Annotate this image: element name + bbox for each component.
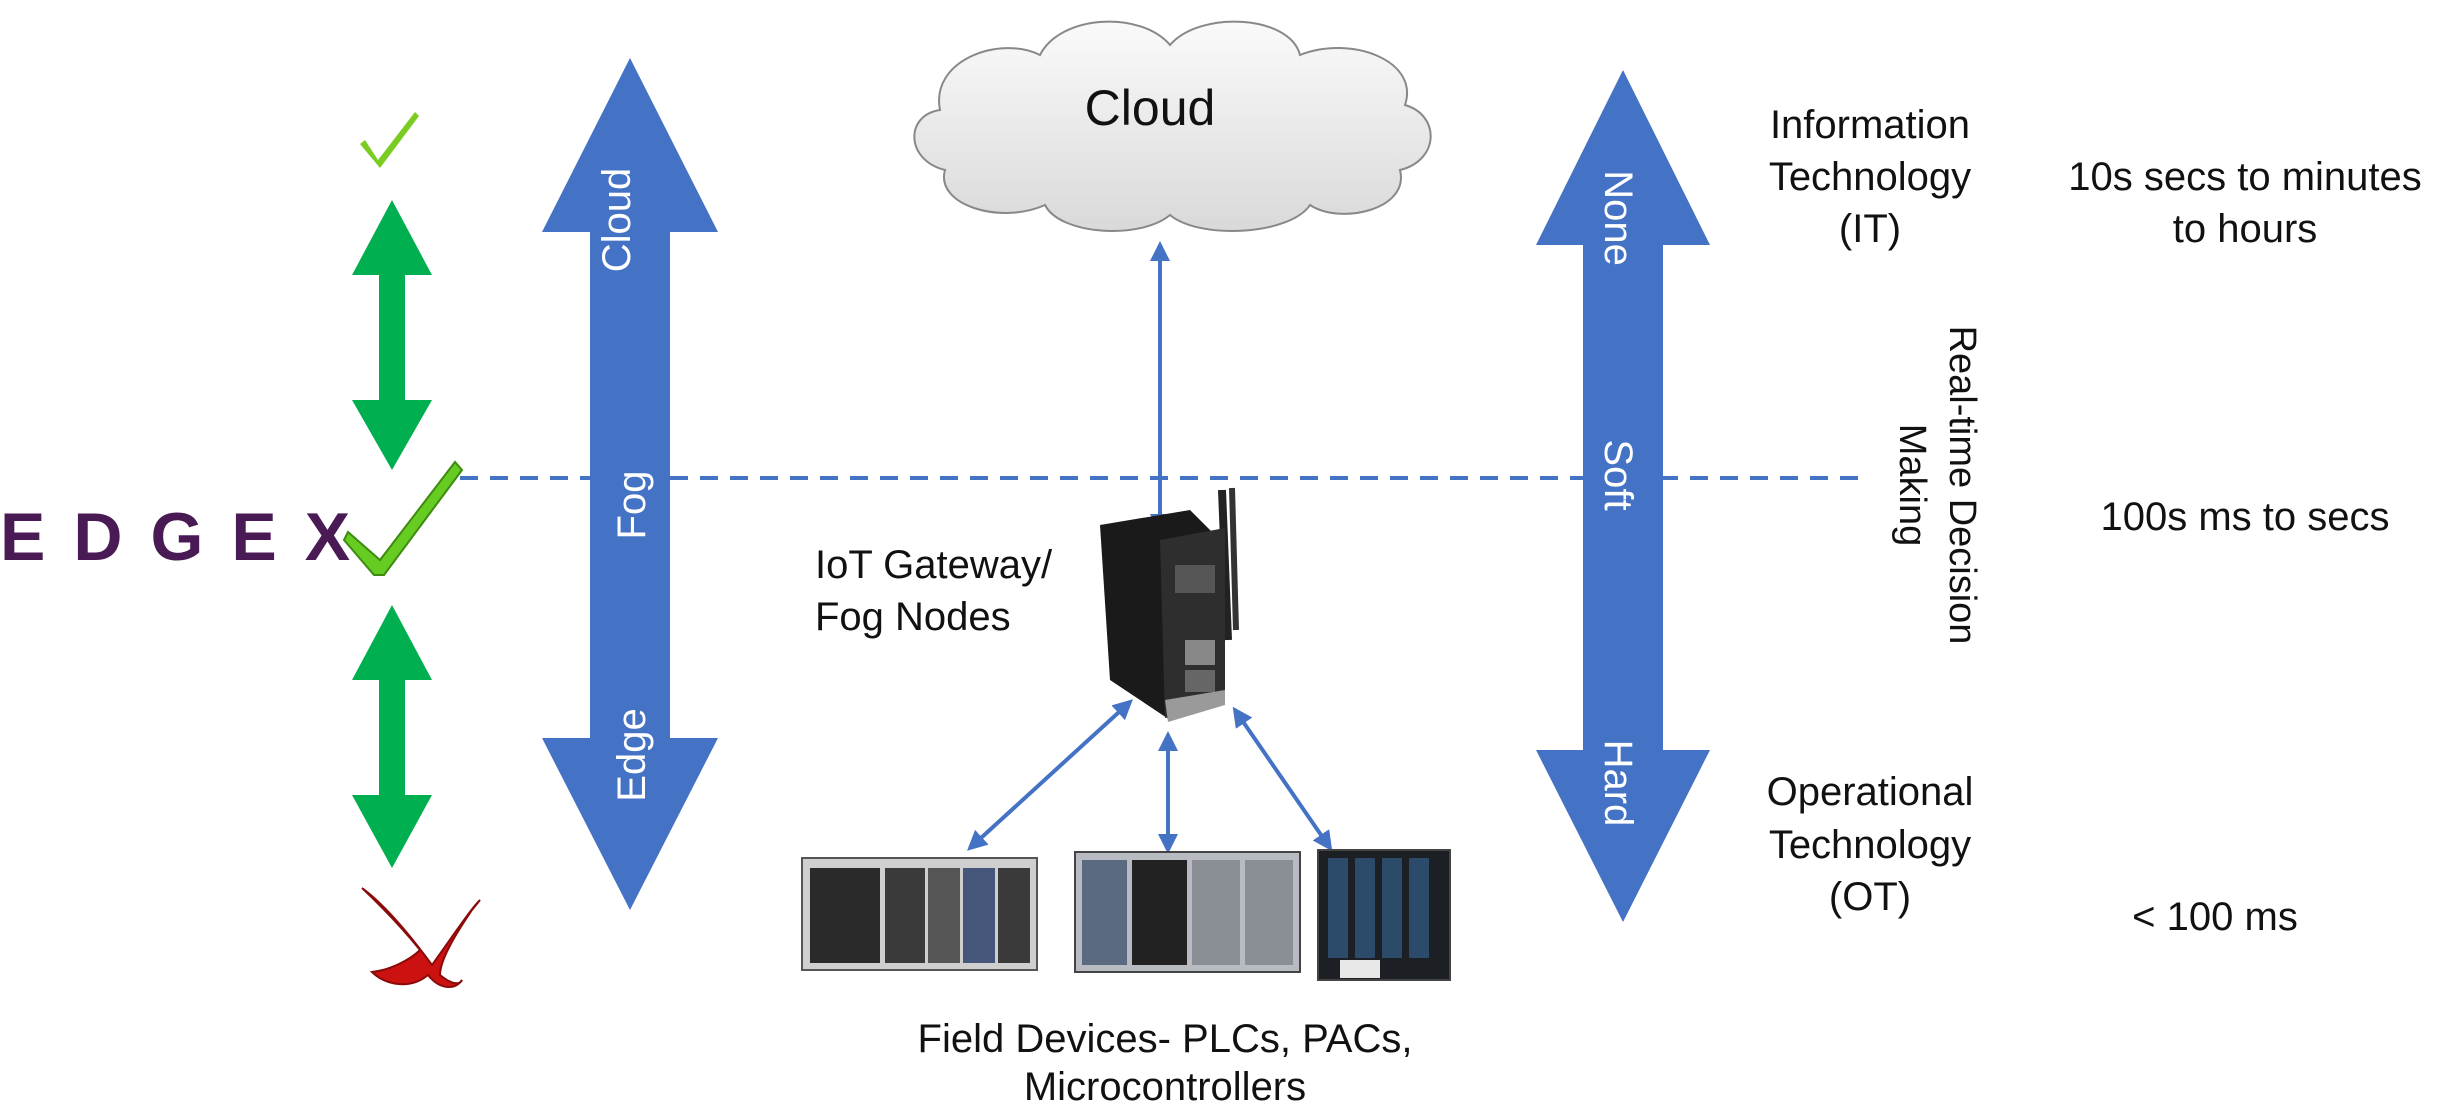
top-check-icon	[360, 112, 419, 168]
fog-check-icon	[342, 460, 464, 576]
microcontroller-device	[1317, 849, 1451, 981]
right-arrow-hard-label: Hard	[1596, 740, 1640, 827]
gateway-label-line2: Fog Nodes	[815, 595, 1011, 639]
cloud-label: Cloud	[1085, 80, 1216, 136]
left-arrow-fog-label: Fog	[610, 471, 654, 540]
edge-cross-icon	[361, 887, 481, 988]
edgex-logo-text: EDGEX	[0, 499, 378, 575]
realtime-label-line2: Making	[1891, 424, 1933, 547]
right-arrow-soft-label: Soft	[1596, 439, 1640, 510]
gateway-plc-connector	[967, 699, 1133, 851]
gateway-microcontroller-connector	[1232, 706, 1333, 852]
latency-edge: < 100 ms	[2132, 895, 2298, 939]
it-label-line3: (IT)	[1839, 207, 1901, 251]
realtime-label-line1: Real-time Decision	[1941, 326, 1983, 645]
right-realtime-double-arrow	[1536, 70, 1710, 922]
pac-device	[1074, 851, 1301, 973]
latency-fog: 100s ms to secs	[2100, 495, 2389, 539]
lower-green-double-arrow	[352, 605, 432, 868]
iot-gateway-device	[1100, 487, 1239, 722]
ot-label-line2: Technology	[1769, 823, 1971, 867]
gateway-label-line1: IoT Gateway/	[815, 543, 1053, 587]
left-tier-double-arrow	[542, 58, 718, 910]
upper-green-double-arrow	[352, 200, 432, 470]
ot-label-line1: Operational	[1767, 770, 1974, 814]
left-arrow-cloud-label: Cloud	[595, 168, 639, 273]
latency-it-line2: to hours	[2173, 207, 2318, 251]
field-devices-line1: Field Devices- PLCs, PACs,	[918, 1017, 1413, 1061]
plc-device	[801, 857, 1038, 971]
it-label-line2: Technology	[1769, 155, 1971, 199]
edgex-logo: EDGEX	[0, 499, 378, 575]
it-label-line1: Information	[1770, 103, 1970, 147]
latency-it-line1: 10s secs to minutes	[2068, 155, 2422, 199]
field-devices-line2: Microcontrollers	[1024, 1065, 1306, 1104]
ot-label-line3: (OT)	[1829, 875, 1911, 919]
right-arrow-none-label: None	[1596, 170, 1640, 266]
left-arrow-edge-label: Edge	[610, 708, 654, 801]
cloud-shape	[913, 20, 1432, 232]
